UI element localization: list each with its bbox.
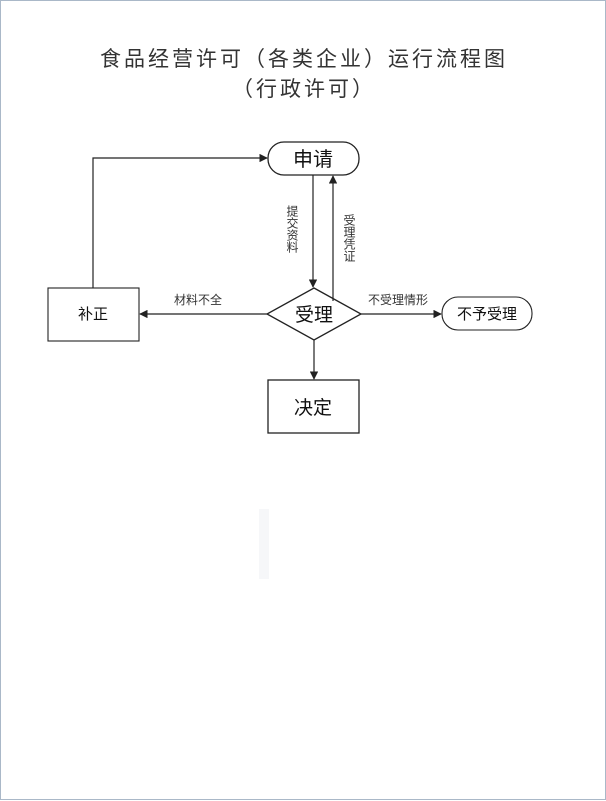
correct-node — [47, 287, 140, 342]
page-title: 食品经营许可（各类企业）运行流程图 — [100, 47, 508, 71]
reject-node — [441, 296, 533, 331]
acceptance-certificate-label: 受理凭证 — [342, 214, 356, 262]
decide-node — [267, 379, 360, 434]
accept-node-label: 受理 — [295, 304, 333, 326]
scan-artifact — [259, 509, 269, 579]
apply-node-label: 申请 — [293, 147, 333, 171]
submit-materials-label: 提交资料 — [285, 204, 299, 253]
resubmit-loop-arrow — [92, 153, 268, 288]
reject-node-label: 不予受理 — [457, 305, 517, 323]
page-subtitle: （行政许可） — [232, 77, 376, 101]
decide-node-label: 决定 — [294, 397, 332, 419]
not-accepted-cases-label: 不受理情形 — [368, 293, 428, 307]
incomplete-materials-label: 材料不全 — [174, 292, 222, 307]
correct-node-label: 补正 — [78, 305, 108, 323]
